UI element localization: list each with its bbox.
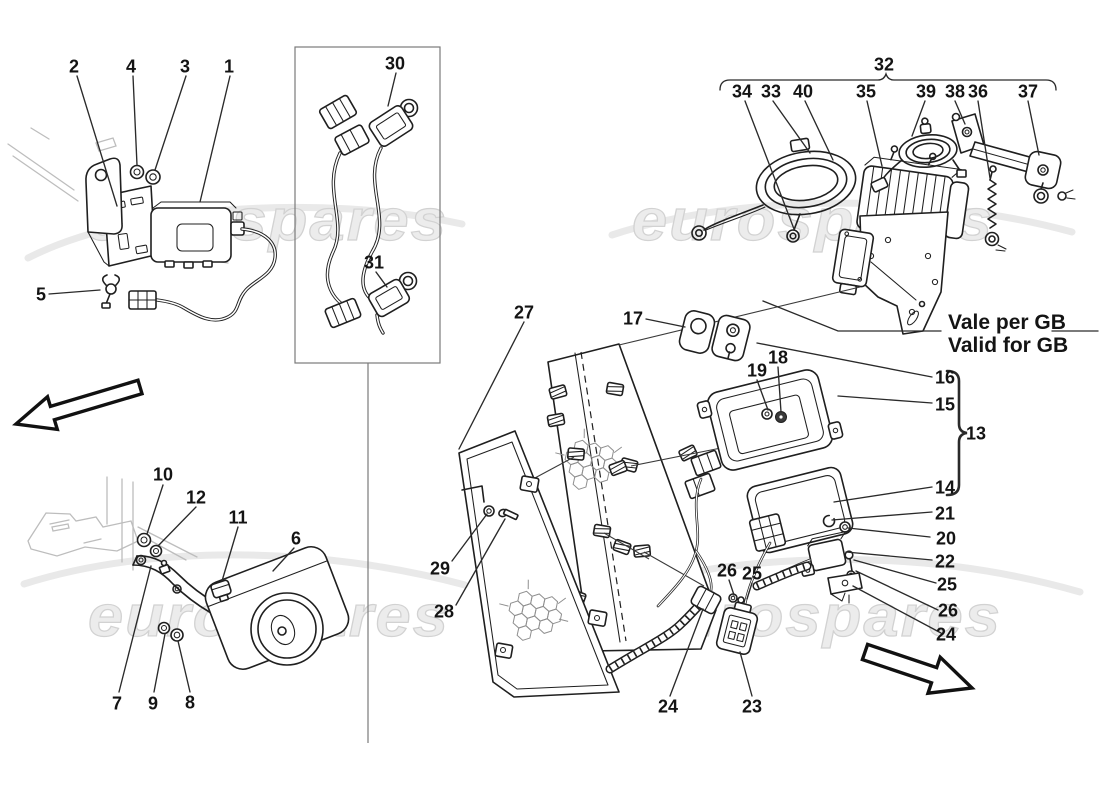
- leader-lines: [48, 72, 1099, 697]
- callout-34: 34: [732, 82, 752, 102]
- callout-20: 20: [936, 529, 956, 549]
- plug-30: [368, 105, 414, 147]
- callout-24: 24: [936, 625, 956, 645]
- gb-note-line1: Vale per GB: [948, 311, 1066, 334]
- callout-26: 26: [938, 601, 958, 621]
- control-unit-14: [746, 466, 854, 554]
- callout-15: 15: [935, 395, 955, 415]
- honeycomb-pattern: [499, 579, 569, 641]
- callout-5: 5: [36, 285, 46, 305]
- circlip-21: [822, 514, 836, 528]
- gb-note-line2: Valid for GB: [948, 334, 1068, 357]
- direction-arrow-left-icon: [12, 378, 145, 432]
- bottom-harness-group: [605, 477, 812, 674]
- panel-27: [458, 430, 620, 698]
- inset-box-and-divider: [294, 46, 441, 743]
- alarm-units-group: [678, 310, 863, 614]
- panel-clip: [605, 381, 625, 397]
- callout-25: 25: [937, 575, 957, 595]
- callout-7: 7: [112, 694, 122, 714]
- callout-36: 36: [968, 82, 988, 102]
- front-panel-group: [458, 430, 620, 698]
- screw-28: [498, 508, 519, 521]
- direction-arrow-right-icon: [860, 642, 976, 696]
- callout-2: 2: [69, 57, 79, 77]
- panel-clip: [608, 459, 628, 477]
- callout-11: 11: [228, 508, 247, 528]
- horn-group: [132, 532, 350, 671]
- panel-clip: [548, 384, 568, 400]
- panel-clip: [566, 447, 586, 461]
- callout-21: 21: [935, 504, 955, 524]
- nut-10: [136, 532, 152, 548]
- callout-22: 22: [935, 552, 955, 572]
- mounting-plate: [859, 211, 949, 335]
- callout-25: 25: [742, 564, 762, 584]
- washer-9: [157, 621, 171, 635]
- callout-17: 17: [623, 309, 643, 329]
- callout-1: 1: [224, 57, 234, 77]
- clip-5: [101, 274, 121, 309]
- plug-31: [367, 278, 411, 318]
- washer-29: [483, 505, 495, 517]
- panel-clip: [546, 412, 566, 428]
- mounting-bracket-2: [85, 157, 123, 235]
- panel-clip: [632, 544, 652, 558]
- coil-cable-39: [898, 117, 958, 168]
- callout-39: 39: [916, 82, 936, 102]
- bracket-24: [827, 572, 863, 595]
- callout-8: 8: [185, 693, 195, 713]
- gb-note: Vale per GB Valid for GB: [948, 311, 1068, 357]
- callout-29: 29: [430, 559, 450, 579]
- callout-33: 33: [761, 82, 781, 102]
- washer-12: [149, 544, 163, 558]
- nut-20: [839, 521, 851, 533]
- bracket-32: [719, 71, 1057, 91]
- callout-3: 3: [180, 57, 190, 77]
- washer-4: [129, 164, 145, 180]
- callout-30: 30: [385, 54, 405, 74]
- callout-35: 35: [856, 82, 876, 102]
- grommet-17b: [711, 314, 751, 362]
- callout-38: 38: [945, 82, 965, 102]
- washer-3: [145, 169, 161, 185]
- callout-31: 31: [364, 253, 384, 273]
- callout-28: 28: [434, 602, 454, 622]
- callout-6: 6: [291, 529, 301, 549]
- washer-19: [761, 408, 773, 420]
- plug-24: [690, 585, 722, 615]
- callout-27: 27: [514, 303, 534, 323]
- washer-26b: [728, 593, 738, 603]
- alarm-ecu-1: [150, 207, 232, 263]
- callout-19: 19: [747, 361, 767, 381]
- callout-13: 13: [966, 424, 986, 444]
- callout-9: 9: [148, 694, 158, 714]
- panel-clip: [612, 538, 632, 556]
- gb-alarm-group: [691, 71, 1076, 335]
- callout-14: 14: [935, 478, 955, 498]
- harness-inset-group: [318, 94, 419, 335]
- clip-11: [210, 579, 232, 603]
- callout-4: 4: [126, 57, 136, 77]
- spring-36: [984, 165, 1007, 252]
- callout-24: 24: [658, 697, 678, 717]
- nut-8: [170, 628, 184, 642]
- callout-23: 23: [742, 697, 762, 717]
- callout-12: 12: [186, 488, 206, 508]
- callout-26: 26: [717, 561, 737, 581]
- bracket-13: [945, 369, 968, 497]
- callout-18: 18: [768, 348, 788, 368]
- callout-32: 32: [874, 55, 894, 75]
- callout-37: 37: [1018, 82, 1038, 102]
- grommet-17a: [678, 310, 716, 354]
- coil-cable-33-40: [755, 137, 857, 216]
- callout-10: 10: [153, 465, 173, 485]
- callout-40: 40: [793, 82, 813, 102]
- ecu-box-34: [831, 228, 875, 296]
- control-unit-15: [696, 369, 844, 471]
- callout-16: 16: [935, 368, 955, 388]
- plug-23: [715, 601, 759, 656]
